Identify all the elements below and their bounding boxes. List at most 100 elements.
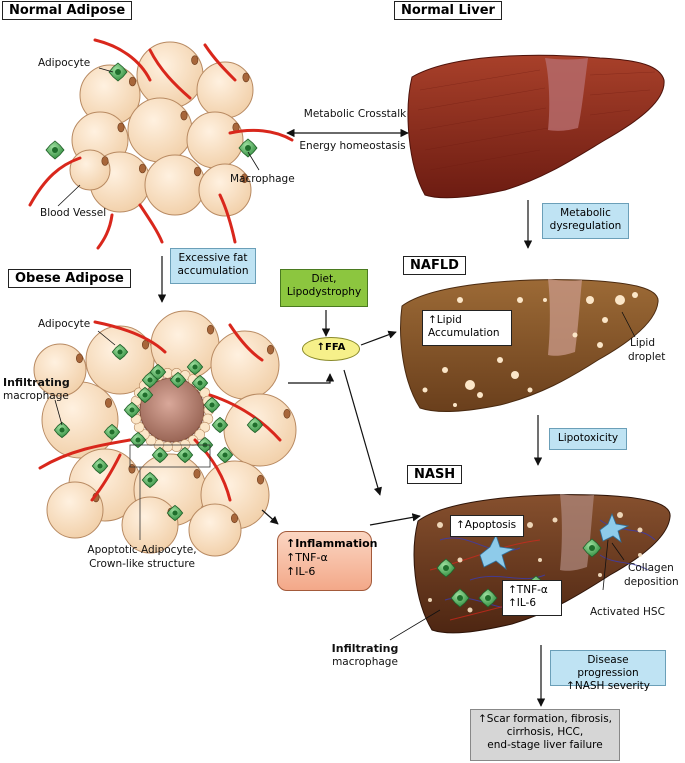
label-lipid: Lipid <box>630 337 656 349</box>
title-normal-liver: Normal Liver <box>394 1 502 20</box>
adipocyte-nucleus <box>142 339 150 350</box>
lipid-droplet <box>527 387 533 393</box>
adipocyte-nucleus <box>76 353 84 364</box>
macrophage-nucleus <box>97 463 103 469</box>
macrophage-nucleus <box>217 422 223 428</box>
inflammation-il6: ↑IL-6 <box>286 564 316 578</box>
diet-line1: Diet, <box>311 273 337 285</box>
lipid-acc-line2: Accumulation <box>428 327 500 340</box>
macrophage-nucleus <box>197 380 203 386</box>
adipocyte-cell <box>33 343 87 397</box>
adipocyte-cell <box>223 393 297 467</box>
lipid-droplet <box>602 317 608 323</box>
box-inflammation: ↑Inflammation ↑TNF-α ↑IL-6 <box>277 531 378 591</box>
box-disease-progression: Disease progression ↑NASH severity <box>550 650 666 692</box>
normal-liver <box>407 54 665 199</box>
adipocyte-nucleus <box>139 163 147 174</box>
box-metabolic-dysregulation: Metabolic dysregulation <box>542 203 629 239</box>
macrophage-nucleus <box>59 427 65 433</box>
nash-tnf: ↑TNF-α <box>508 584 548 596</box>
diet-line2: Lipodystrophy <box>286 286 362 299</box>
box-excessive-fat: Excessive fat accumulation <box>170 248 256 284</box>
lipid-droplet-nash <box>538 558 542 562</box>
lipid-droplet-nash <box>598 573 602 577</box>
adipocyte-nucleus <box>207 324 215 335</box>
label-activated-hsc: Activated HSC <box>590 606 665 618</box>
macrophage-nucleus <box>117 349 123 355</box>
inflammation-line: ↑Inflammation <box>286 537 378 550</box>
macrophage-nucleus <box>109 429 115 435</box>
lipid-droplet <box>465 380 475 390</box>
lipid-droplet-nash <box>428 598 432 602</box>
macrophage-nucleus <box>129 407 135 413</box>
adipocyte-cell <box>210 330 280 400</box>
label-infiltrating: Infiltrating <box>3 376 70 389</box>
adipocyte-nucleus <box>180 110 188 121</box>
inflammation-tnf: ↑TNF-α <box>286 550 328 564</box>
adipocyte-cell <box>186 111 244 169</box>
macrophage-nucleus <box>589 545 595 551</box>
lipid-droplet <box>422 387 428 393</box>
lipid-droplet-nash <box>467 607 473 613</box>
macrophage-nucleus <box>142 392 148 398</box>
label-infiltrating-nash: Infiltrating <box>331 642 399 655</box>
disease-prog-line2: ↑NASH severity <box>566 680 650 693</box>
macrophage-nucleus <box>147 477 153 483</box>
lipid-droplet <box>457 297 463 303</box>
macrophage-nucleus <box>172 510 178 516</box>
macrophage-nucleus <box>245 145 251 151</box>
adipocyte-nucleus <box>129 76 137 87</box>
adipocyte-nucleus <box>128 463 136 474</box>
lipid-droplet <box>572 332 578 338</box>
metabolic-line1: Metabolic <box>560 207 611 219</box>
crown-droplet <box>171 441 182 453</box>
lipid-droplet <box>586 296 594 304</box>
label-infiltrating-nash-macrophage: macrophage <box>332 656 398 668</box>
label-blood-vessel: Blood Vessel <box>40 207 107 219</box>
adipocyte-nucleus <box>194 166 202 177</box>
label-adipocyte: Adipocyte <box>38 57 91 69</box>
macrophage-nucleus <box>182 452 188 458</box>
excessive-fat-line2: accumulation <box>177 265 249 278</box>
lipid-droplet <box>632 292 638 298</box>
crown-droplet <box>194 429 205 440</box>
adipocyte-nucleus <box>242 72 250 83</box>
macrophage-nucleus <box>175 377 181 383</box>
macrophage-nucleus <box>443 565 449 571</box>
disease-prog-line1: Disease progression <box>577 654 639 680</box>
arrow-obese-to-ffa <box>288 373 335 384</box>
arrow-obese-to-inflammation <box>261 509 279 525</box>
macrophage-nucleus <box>52 147 58 153</box>
lipid-droplet <box>511 371 519 379</box>
label-energy-homeostasis: Energy homeostasis <box>299 140 406 152</box>
adipocyte-nucleus <box>193 468 201 479</box>
label-apoptotic-adipocyte: Apoptotic Adipocyte, <box>87 544 197 556</box>
label-metabolic-crosstalk: Metabolic Crosstalk <box>303 108 407 120</box>
lipid-droplet <box>597 342 603 348</box>
label-macrophage: Macrophage <box>230 173 295 185</box>
macrophage-nucleus <box>155 369 161 375</box>
label-droplet: droplet <box>628 351 666 363</box>
title-normal-adipose: Normal Adipose <box>2 1 133 20</box>
box-lipid-accumulation: ↑Lipid Accumulation <box>422 310 512 346</box>
obese-adipose-tissue <box>33 310 297 557</box>
lipid-droplet <box>543 298 547 302</box>
box-apoptosis: ↑Apoptosis <box>450 515 524 537</box>
adipocyte-pointer <box>98 67 114 73</box>
box-nash-cytokines: ↑TNF-α ↑IL-6 <box>502 580 562 616</box>
adipocyte-nucleus <box>117 122 125 133</box>
label-collagen: Collagen <box>628 562 674 574</box>
lipid-droplet <box>477 392 483 398</box>
scar-line2: cirrhosis, HCC, <box>506 726 584 739</box>
activated-hsc <box>479 512 630 571</box>
label-deposition: deposition <box>624 576 679 588</box>
adipocyte-nucleus <box>191 55 199 65</box>
title-nash: NASH <box>407 465 463 484</box>
macrophage-nucleus <box>147 377 153 383</box>
adipocyte-cell <box>46 481 104 539</box>
adipocyte-nucleus <box>105 398 113 408</box>
macrophage-nucleus <box>157 452 163 458</box>
adipocyte-cell <box>69 149 111 191</box>
adipocyte-nucleus <box>101 156 109 166</box>
